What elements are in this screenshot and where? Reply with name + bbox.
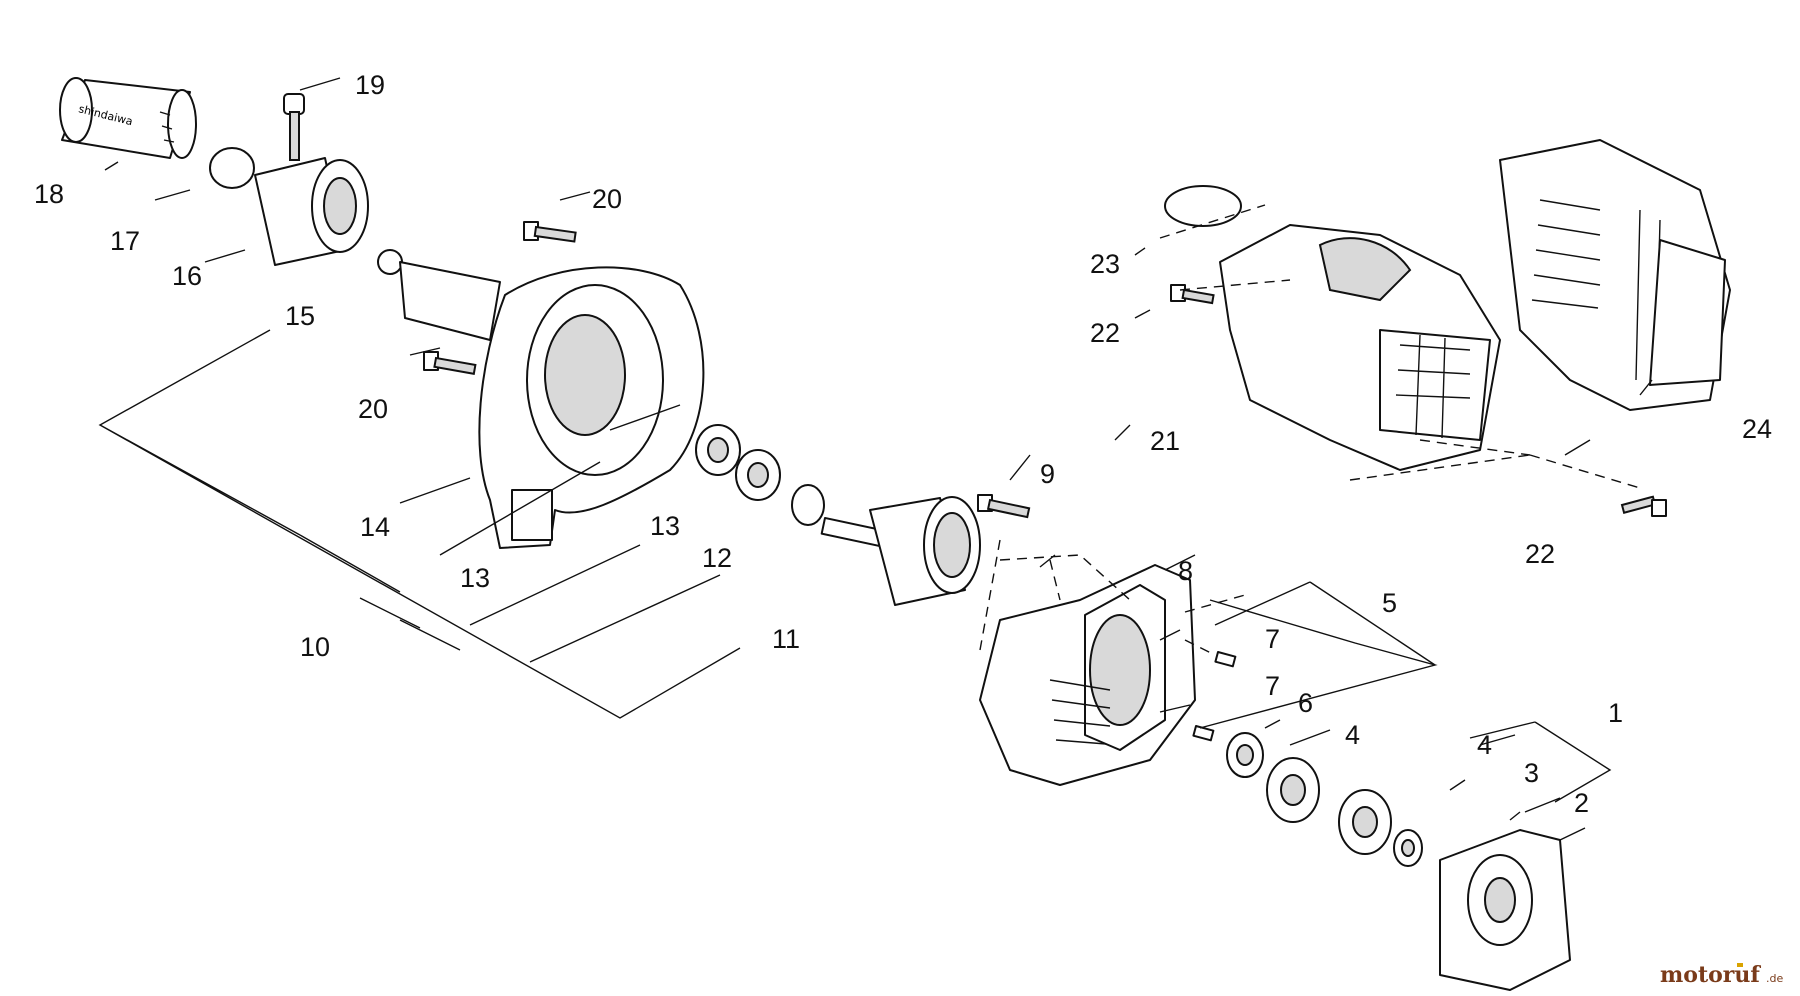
part-20-bolt-top xyxy=(523,221,577,243)
callout-3: 3 xyxy=(1524,758,1539,788)
part-6-oil-seal xyxy=(1226,732,1264,778)
part-15-ring xyxy=(377,249,403,275)
callout-24: 24 xyxy=(1742,414,1772,444)
part-13-bearing-b xyxy=(735,449,781,501)
callout-20: 20 xyxy=(592,184,622,214)
callout-7: 7 xyxy=(1265,624,1280,654)
watermark-suffix: .de xyxy=(1766,972,1783,985)
callout-5: 5 xyxy=(1382,588,1397,618)
callout-14: 14 xyxy=(360,512,390,542)
callout-18: 18 xyxy=(34,179,64,209)
callout-9: 9 xyxy=(1040,459,1055,489)
callout-10: 10 xyxy=(300,632,330,662)
callout-12: 12 xyxy=(702,543,732,573)
part-8-crankcase xyxy=(979,564,1196,786)
callout-6: 6 xyxy=(1298,688,1313,718)
leader-lines xyxy=(98,77,1653,841)
part-2-crankcase-half xyxy=(1439,829,1571,991)
callout-20-b: 20 xyxy=(358,394,388,424)
callout-15: 15 xyxy=(285,301,315,331)
part-16-drum xyxy=(254,157,369,266)
part-24-muffler-cover xyxy=(1499,139,1731,411)
callout-22: 22 xyxy=(1090,318,1120,348)
part-22-screw-upper xyxy=(1170,284,1215,305)
part-21-cylinder-cover xyxy=(1219,224,1501,471)
callout-16: 16 xyxy=(172,261,202,291)
callout-22-b: 22 xyxy=(1525,539,1555,569)
callout-11: 11 xyxy=(772,624,800,654)
callout-13-b: 13 xyxy=(460,563,490,593)
callout-19: 19 xyxy=(355,70,385,100)
callout-8: 8 xyxy=(1178,556,1193,586)
part-4-bearing-upper xyxy=(1266,757,1320,823)
part-20-bolt-bottom xyxy=(423,351,477,375)
dashed-guide xyxy=(979,204,1641,656)
callout-4-b: 4 xyxy=(1477,730,1492,760)
callout-4: 4 xyxy=(1345,720,1360,750)
part-19-screw xyxy=(283,93,305,161)
part-11-clutch-drum xyxy=(820,496,981,606)
part-4-bearing-lower xyxy=(1338,789,1392,855)
callout-labels: 1 2 3 4 4 5 6 7 7 8 9 10 11 12 13 13 14 … xyxy=(34,70,1772,818)
callout-2: 2 xyxy=(1574,788,1589,818)
watermark-logo: motoruf .de xyxy=(1660,962,1783,988)
part-18-cover: shindaiwa xyxy=(59,77,197,159)
watermark-accent xyxy=(1737,963,1743,967)
part-23-gasket xyxy=(1164,185,1242,227)
part-12-snap-ring xyxy=(791,484,825,526)
callout-7-b: 7 xyxy=(1265,671,1280,701)
callout-1: 1 xyxy=(1608,698,1623,728)
callout-17: 17 xyxy=(110,226,140,256)
part-3-seal xyxy=(1393,829,1423,867)
part-7-pin-upper xyxy=(1214,651,1237,668)
part-17-circlip xyxy=(209,147,255,189)
part-9-bolt xyxy=(977,494,1031,519)
callout-21: 21 xyxy=(1150,426,1180,456)
part-14-fan-housing xyxy=(399,261,705,549)
part-22-screw-lower xyxy=(1620,495,1667,517)
callout-23: 23 xyxy=(1090,249,1120,279)
part-13-bearing-a xyxy=(695,424,741,476)
watermark-text: motoruf xyxy=(1660,962,1761,988)
part-7-pin-lower xyxy=(1192,725,1215,742)
callout-13: 13 xyxy=(650,511,680,541)
